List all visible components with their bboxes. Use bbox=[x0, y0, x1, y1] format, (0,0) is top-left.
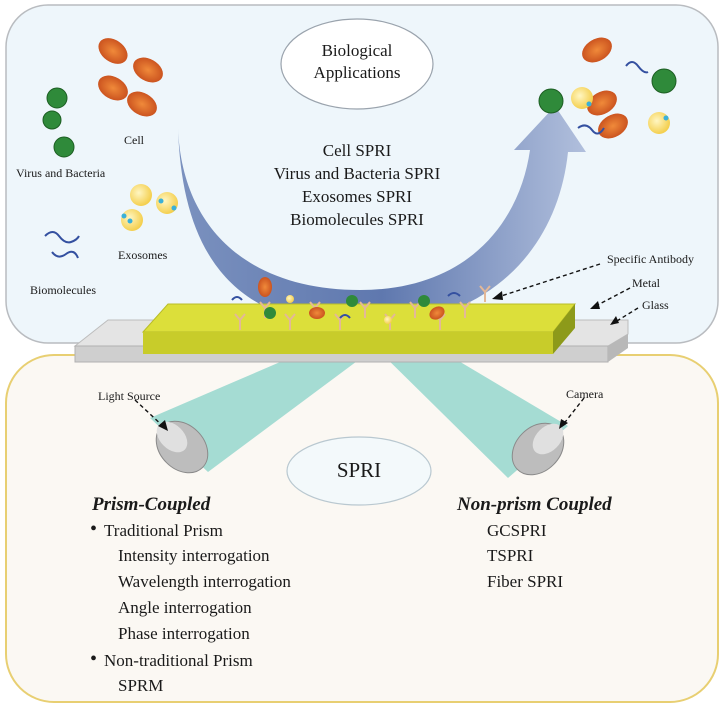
cell bbox=[98, 75, 128, 101]
virus bbox=[42, 110, 62, 130]
method-item: Angle interrogation bbox=[118, 598, 252, 617]
label-metal: Metal bbox=[632, 276, 660, 290]
captured-virus bbox=[346, 295, 358, 307]
cell bbox=[598, 113, 628, 139]
biomolecule bbox=[44, 231, 80, 259]
app-item: Biomolecules SPRI bbox=[290, 210, 424, 229]
cell bbox=[98, 38, 128, 64]
captured-cell bbox=[258, 277, 272, 297]
cell bbox=[587, 90, 617, 116]
captured-biomolecule bbox=[231, 292, 461, 319]
label-virus-bacteria: Virus and Bacteria bbox=[16, 166, 106, 180]
nonprism-coupled-heading: Non-prism Coupled bbox=[457, 494, 612, 515]
app-item: Exosomes SPRI bbox=[301, 187, 413, 206]
app-item: Cell SPRI bbox=[322, 141, 392, 160]
method-item: SPRM bbox=[118, 676, 164, 695]
cell-group-left bbox=[98, 38, 163, 117]
exosome bbox=[156, 192, 178, 214]
virus bbox=[538, 88, 564, 114]
light-source-device bbox=[155, 420, 209, 474]
virus bbox=[53, 136, 75, 158]
virus-group-left bbox=[42, 87, 75, 158]
captured-exosome bbox=[286, 295, 294, 303]
label-light-source: Light Source bbox=[98, 389, 161, 403]
spri-title: SPRI bbox=[336, 458, 382, 482]
metal-layer-top bbox=[141, 303, 577, 333]
nontraditional-prism: Non-traditional Prism bbox=[90, 648, 253, 672]
label-camera: Camera bbox=[566, 387, 604, 401]
captured-exosome bbox=[384, 316, 392, 324]
label-glass: Glass bbox=[642, 298, 669, 312]
virus bbox=[651, 68, 677, 94]
traditional-prism: Traditional Prism bbox=[90, 518, 223, 542]
method-item: Intensity interrogation bbox=[118, 546, 270, 565]
nonprism-item: GCSPRI bbox=[487, 521, 547, 540]
app-item: Virus and Bacteria SPRI bbox=[273, 164, 441, 183]
exosome bbox=[648, 112, 670, 134]
nonprism-item: TSPRI bbox=[487, 546, 534, 565]
label-cell: Cell bbox=[124, 133, 144, 147]
method-item: Wavelength interrogation bbox=[118, 572, 291, 591]
captured-cell bbox=[309, 307, 325, 319]
label-exosomes: Exosomes bbox=[118, 248, 168, 262]
exosome bbox=[130, 184, 152, 206]
cell bbox=[133, 57, 163, 83]
title-ellipse bbox=[280, 18, 434, 110]
captured-virus bbox=[418, 295, 430, 307]
label-specific-antibody: Specific Antibody bbox=[607, 252, 694, 266]
exosome-group-left bbox=[121, 184, 178, 231]
application-arrow bbox=[178, 106, 586, 326]
prism-coupled-heading: Prism-Coupled bbox=[92, 494, 211, 515]
captured-virus bbox=[264, 307, 276, 319]
captured-cell bbox=[429, 306, 445, 320]
camera-device bbox=[511, 422, 565, 476]
light-beam-left bbox=[150, 344, 380, 472]
cell bbox=[582, 37, 612, 63]
cell bbox=[127, 91, 157, 117]
nonprism-item: Fiber SPRI bbox=[487, 572, 564, 591]
method-item: Phase interrogation bbox=[118, 624, 250, 643]
metal-layer-front bbox=[143, 332, 553, 354]
biomolecule bbox=[577, 61, 649, 135]
label-biomolecules: Biomolecules bbox=[30, 283, 96, 297]
right-cluster bbox=[538, 37, 677, 139]
virus bbox=[46, 87, 68, 109]
spri-ellipse bbox=[286, 436, 432, 506]
